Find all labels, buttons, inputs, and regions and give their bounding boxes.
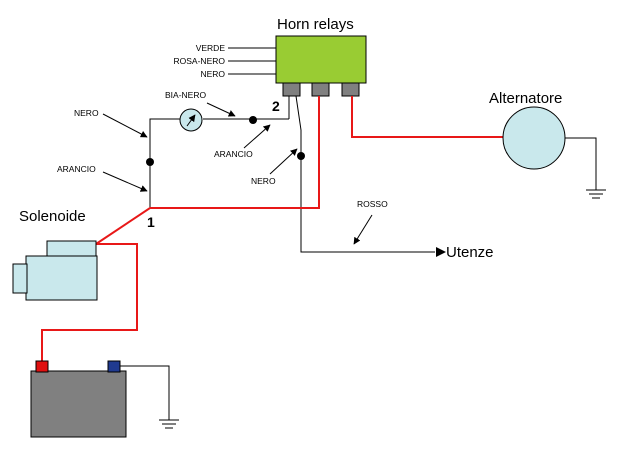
horn-relays-title: Horn relays bbox=[277, 16, 354, 33]
red-wiring bbox=[41, 96, 503, 362]
relay-terminal-1 bbox=[282, 82, 301, 97]
leader-labels: BIA-NERO NERO ARANCIO ARANCIO NERO ROSSO bbox=[57, 90, 388, 245]
gauge-component bbox=[179, 108, 203, 132]
label-nero-right: NERO bbox=[251, 176, 276, 186]
label-bia-nero: BIA-NERO bbox=[165, 90, 206, 100]
node-1-label: 1 bbox=[147, 214, 155, 230]
label-rosa-nero: ROSA-NERO bbox=[174, 56, 226, 66]
relay-terminal-2 bbox=[311, 82, 330, 97]
ground-icon-alternator bbox=[586, 189, 606, 199]
label-arancio-left: ARANCIO bbox=[57, 164, 96, 174]
black-wiring bbox=[149, 95, 435, 253]
battery-component bbox=[30, 360, 179, 438]
battery-body bbox=[30, 370, 127, 438]
battery-negative-terminal bbox=[107, 360, 121, 373]
solenoide-component: Solenoide bbox=[12, 208, 98, 301]
splice-dot-left bbox=[146, 158, 154, 166]
alternator-icon bbox=[502, 106, 566, 170]
label-nero-top: NERO bbox=[200, 69, 225, 79]
utenze-arrow: Utenze bbox=[436, 244, 494, 261]
label-nero-left: NERO bbox=[74, 108, 99, 118]
splice-dot-right bbox=[297, 152, 305, 160]
ground-icon-battery bbox=[159, 419, 179, 429]
label-solenoide: Solenoide bbox=[19, 208, 86, 225]
solenoid-body bbox=[25, 255, 98, 301]
relay-input-wires: VERDE ROSA-NERO NERO bbox=[174, 43, 276, 79]
horn-relays-block: Horn relays bbox=[275, 16, 367, 97]
node-2-label: 2 bbox=[272, 98, 280, 114]
splice-dot-gauge bbox=[249, 116, 257, 124]
horn-relay-body bbox=[275, 35, 367, 84]
solenoid-top-box bbox=[46, 240, 97, 259]
label-alternatore: Alternatore bbox=[489, 90, 562, 107]
solenoid-plunger bbox=[12, 263, 28, 294]
label-rosso: ROSSO bbox=[357, 199, 388, 209]
label-arancio-right: ARANCIO bbox=[214, 149, 253, 159]
battery-positive-terminal bbox=[35, 360, 49, 373]
alternatore-component: Alternatore bbox=[489, 90, 606, 199]
label-utenze: Utenze bbox=[446, 244, 494, 261]
label-verde: VERDE bbox=[196, 43, 226, 53]
relay-terminal-3 bbox=[341, 82, 360, 97]
